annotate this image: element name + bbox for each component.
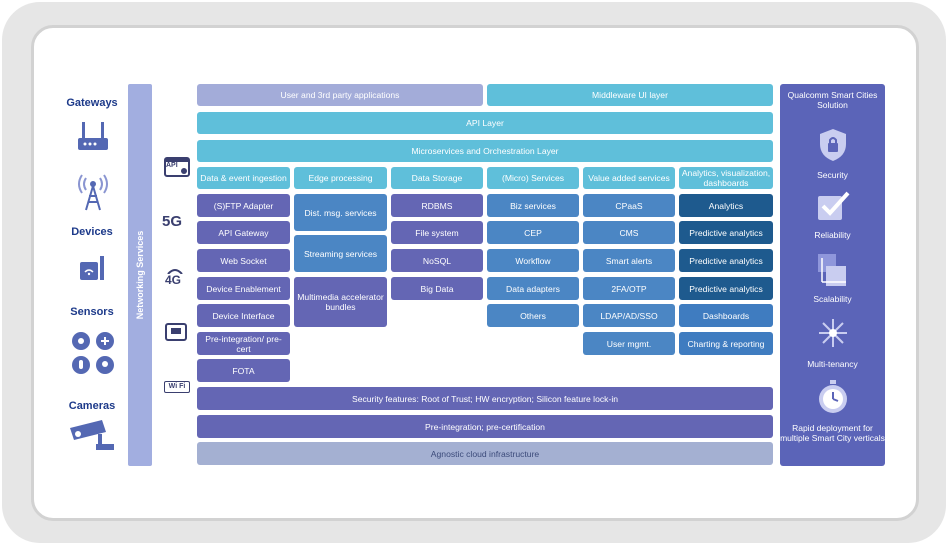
cell: Predictive analytics — [679, 277, 773, 300]
cell: Analytics — [679, 194, 773, 217]
wifi-icon: Wi Fi — [164, 381, 190, 393]
panel-item-rapid-deployment: Rapid deployment for multiple Smart City… — [780, 423, 885, 443]
cell: Streaming services — [294, 235, 387, 272]
col-header-edge: Edge processing — [294, 167, 387, 189]
cell: Predictive analytics — [679, 249, 773, 272]
preintegration-bar: Pre-integration; pre-certification — [197, 415, 773, 438]
shield-lock-icon — [820, 129, 846, 161]
cell: Device Enablement — [197, 277, 290, 300]
cell: CEP — [487, 221, 579, 244]
cell: Big Data — [391, 277, 483, 300]
cell: Device Interface — [197, 304, 290, 327]
scalability-icon — [818, 254, 846, 286]
panel-item-security: Security — [817, 170, 848, 180]
microservices-bar: Microservices and Orchestration Layer — [197, 140, 773, 162]
cell: Dashboards — [679, 304, 773, 327]
gateways-label: Gateways — [66, 97, 118, 109]
inner-frame — [31, 25, 919, 521]
cameras-label: Cameras — [68, 400, 116, 412]
cell: (S)FTP Adapter — [197, 194, 290, 217]
device-icon — [80, 256, 104, 280]
cell: File system — [391, 221, 483, 244]
cell: Multimedia accelerator bundles — [294, 277, 387, 327]
camera-icon — [70, 420, 114, 450]
devices-label: Devices — [71, 226, 113, 238]
cell: 2FA/OTP — [583, 277, 675, 300]
col-header-value-added: Value added services — [583, 167, 675, 189]
panel-item-reliability: Reliability — [814, 230, 851, 240]
ethernet-icon — [165, 323, 187, 341]
security-features-bar: Security features: Root of Trust; HW enc… — [197, 387, 773, 410]
panel-item-multi-tenancy: Multi-tenancy — [807, 359, 858, 369]
multi-tenancy-icon — [819, 319, 847, 347]
api-icon-text: API — [166, 162, 178, 169]
stopwatch-icon — [819, 380, 847, 413]
cell: Predictive analytics — [679, 221, 773, 244]
checkbox-icon — [818, 191, 850, 220]
cell: User mgmt. — [583, 332, 675, 355]
router-icon — [78, 122, 108, 150]
cell-tower-icon — [78, 174, 108, 211]
middleware-bar: Middleware UI layer — [487, 84, 773, 106]
cell: RDBMS — [391, 194, 483, 217]
cell: Data adapters — [487, 277, 579, 300]
col-header-services: (Micro) Services — [487, 167, 579, 189]
networking-services-bar: Networking Services — [128, 84, 152, 466]
api-layer-bar: API Layer — [197, 112, 773, 134]
networking-services-label: Networking Services — [135, 230, 145, 320]
col-header-ingestion: Data & event ingestion — [197, 167, 290, 189]
cell: Biz services — [487, 194, 579, 217]
cell: Web Socket — [197, 249, 290, 272]
4g-icon: 4G — [165, 273, 182, 287]
cell: Workflow — [487, 249, 579, 272]
cell: API Gateway — [197, 221, 290, 244]
user-apps-bar: User and 3rd party applications — [197, 84, 483, 106]
api-icon — [164, 157, 190, 177]
5g-icon: 5G — [162, 213, 183, 230]
panel-title: Qualcomm Smart Cities Solution — [787, 90, 878, 110]
cloud-infrastructure-bar: Agnostic cloud infrastructure — [197, 442, 773, 465]
cell: CMS — [583, 221, 675, 244]
cell: CPaaS — [583, 194, 675, 217]
sensors-icon — [72, 332, 114, 374]
cell: NoSQL — [391, 249, 483, 272]
cell: Dist. msg. services — [294, 194, 387, 231]
col-header-analytics: Analytics, visualization, dashboards — [679, 167, 773, 189]
col-header-storage: Data Storage — [391, 167, 483, 189]
cell: Smart alerts — [583, 249, 675, 272]
smart-cities-panel: Qualcomm Smart Cities Solution Security … — [780, 84, 885, 466]
panel-item-scalability: Scalability — [813, 294, 852, 304]
cell: LDAP/AD/SSO — [583, 304, 675, 327]
signal-arc-icon — [167, 269, 183, 274]
sensors-label: Sensors — [70, 306, 114, 318]
cell: Charting & reporting — [679, 332, 773, 355]
cell: Others — [487, 304, 579, 327]
cell: FOTA — [197, 359, 290, 382]
cell: Pre-integration/ pre-cert — [197, 332, 290, 355]
